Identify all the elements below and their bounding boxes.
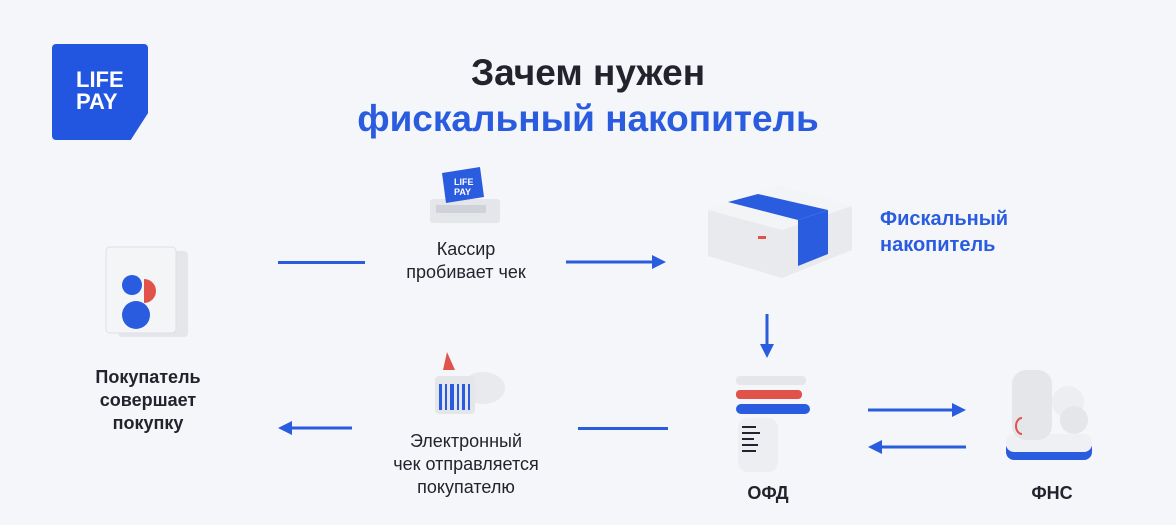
receipt-caption: Электронный чек отправляется покупателю [366, 430, 566, 499]
arrow-right-icon [868, 403, 966, 417]
caption-line: Покупатель [95, 367, 201, 387]
caption-line: Фискальный [880, 208, 1009, 230]
arrow-right-icon [566, 255, 666, 269]
buyer-icon [105, 246, 188, 337]
cashier-caption: Кассир пробивает чек [366, 238, 566, 284]
caption-line: совершает [99, 390, 197, 410]
cash-register-icon: LIFE PAY [430, 167, 500, 223]
ofd-icon [736, 376, 810, 472]
fiscal-storage-icon [708, 186, 852, 278]
logo-text-line2: PAY [76, 89, 118, 114]
arrow-left-icon [278, 421, 352, 435]
svg-text:LIFE: LIFE [454, 177, 474, 187]
ofd-label: ОФД [747, 483, 789, 503]
cloud-receipt-icon [435, 352, 505, 414]
logo-text-line1: LIFE [76, 67, 124, 92]
caption-line: Кассир [436, 239, 496, 259]
connector-line [578, 427, 668, 430]
arrow-down-icon [760, 314, 774, 358]
caption-line: покупку [112, 413, 184, 433]
caption-line: чек отправляется [393, 454, 539, 474]
svg-text:PAY: PAY [454, 187, 471, 197]
fns-icon [1006, 370, 1092, 460]
caption-line: пробивает чек [406, 262, 526, 282]
fiscal-storage-caption: Фискальный накопитель [880, 206, 1008, 258]
buyer-caption: Покупатель совершает покупку [48, 366, 248, 435]
page-subtitle: фискальный накопитель [357, 98, 819, 139]
lifepay-logo: LIFE PAY [52, 44, 148, 140]
page-title: Зачем нужен [470, 52, 706, 93]
arrow-left-icon [868, 440, 966, 454]
caption-line: покупателю [417, 477, 515, 497]
connector-line [278, 261, 365, 264]
caption-line: накопитель [880, 234, 996, 256]
fns-label: ФНС [1031, 483, 1073, 503]
caption-line: Электронный [409, 431, 523, 451]
